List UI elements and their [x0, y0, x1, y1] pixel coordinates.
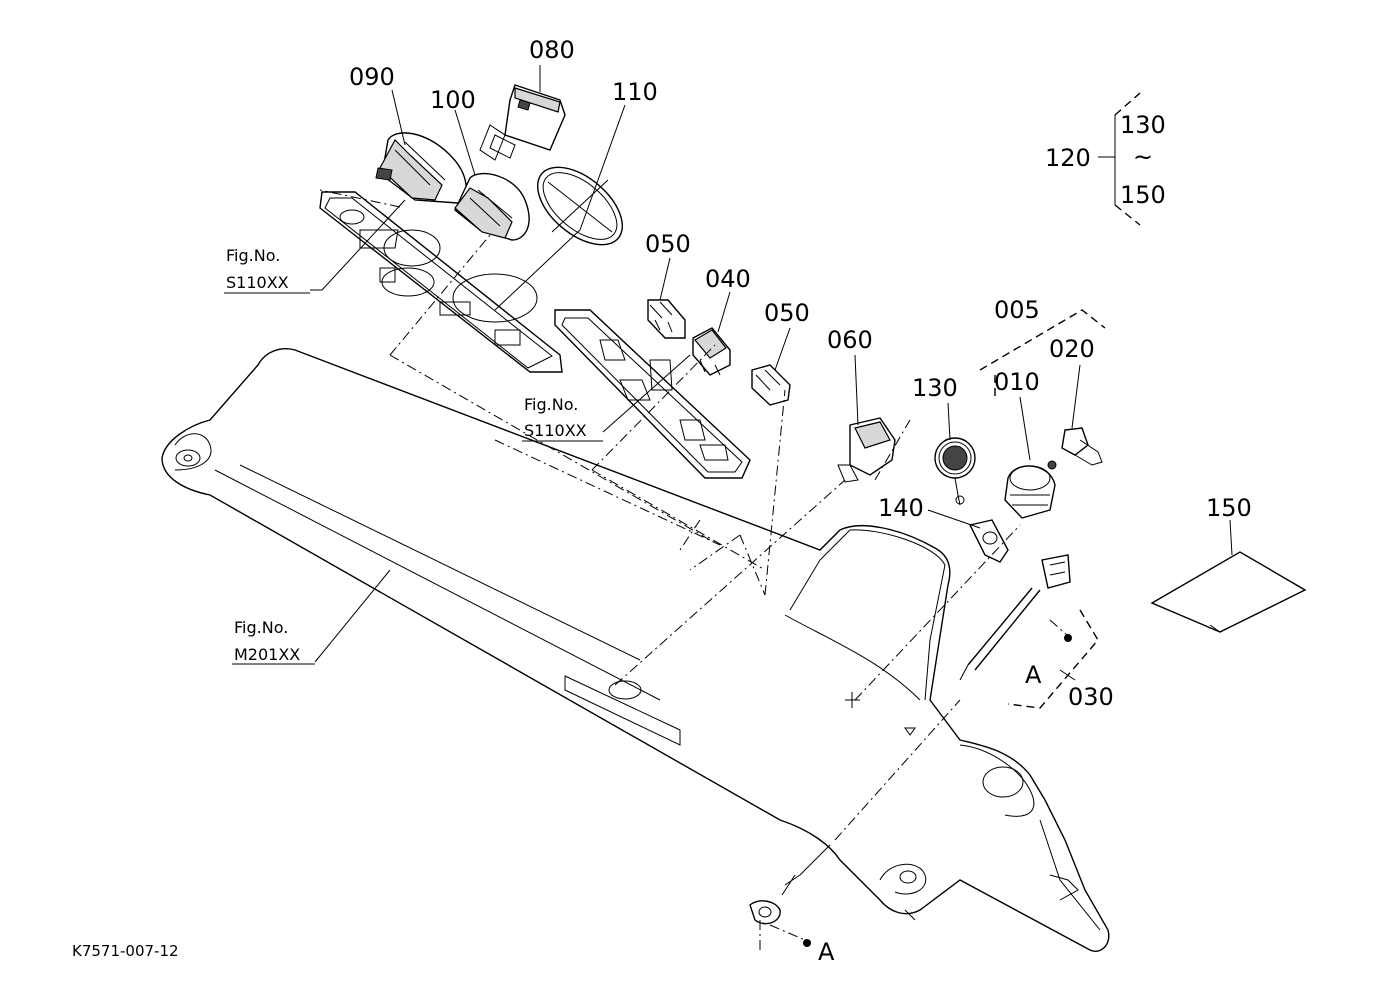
key-switch-010	[1004, 465, 1056, 519]
alignment-lines	[319, 189, 1069, 950]
part-label-140: 140	[878, 494, 924, 522]
part-label-005: 005	[994, 296, 1040, 324]
range-label-tilde: ~	[1133, 143, 1153, 171]
gauge-panel-left	[319, 191, 563, 373]
range-label-to: 150	[1120, 181, 1166, 209]
switch-080	[479, 84, 566, 161]
part-label-090: 090	[349, 63, 395, 91]
leader-lines	[310, 65, 1233, 709]
switch-040	[692, 327, 731, 376]
part-label-010: 010	[994, 368, 1040, 396]
part-label-100: 100	[430, 86, 476, 114]
part-label-120: 120	[1045, 144, 1091, 172]
part-label-040: 040	[705, 265, 751, 293]
part-label-080: 080	[529, 36, 575, 64]
part-label-150: 150	[1206, 494, 1252, 522]
marker-dot-bottom	[803, 939, 811, 947]
sticker-150	[1150, 551, 1307, 633]
bracket-140	[968, 519, 1009, 563]
fig-ref-label-2: Fig.No.	[524, 395, 578, 414]
marker-a-bottom: A	[818, 938, 835, 966]
marker-dot-top	[1064, 634, 1072, 642]
fig-ref-label-3: Fig.No.	[234, 618, 288, 637]
fig-ref-code-1: S110XX	[226, 273, 289, 292]
clip-050-left	[647, 299, 686, 339]
range-label-from: 130	[1120, 111, 1166, 139]
part-label-060: 060	[827, 326, 873, 354]
dashboard-housing	[161, 348, 1110, 952]
indicator-130	[934, 437, 976, 506]
part-label-050-right: 050	[764, 299, 810, 327]
marker-a-top: A	[1025, 661, 1042, 689]
key-020	[1047, 427, 1103, 470]
part-label-030: 030	[1068, 683, 1114, 711]
part-label-110: 110	[612, 78, 658, 106]
fig-ref-label-1: Fig.No.	[226, 246, 280, 265]
warning-panel-right	[554, 309, 751, 479]
socket-060	[837, 417, 896, 483]
harness-030	[749, 554, 1071, 925]
part-label-020: 020	[1049, 335, 1095, 363]
part-label-130: 130	[912, 374, 958, 402]
drawing-code: K7571-007-12	[72, 942, 179, 960]
fig-ref-code-2: S110XX	[524, 421, 587, 440]
meter-090	[375, 132, 467, 204]
part-label-050-left: 050	[645, 230, 691, 258]
meter-100	[454, 173, 530, 241]
fig-ref-code-3: M201XX	[234, 645, 300, 664]
lens-110	[536, 166, 624, 246]
clip-050-right	[751, 364, 791, 406]
